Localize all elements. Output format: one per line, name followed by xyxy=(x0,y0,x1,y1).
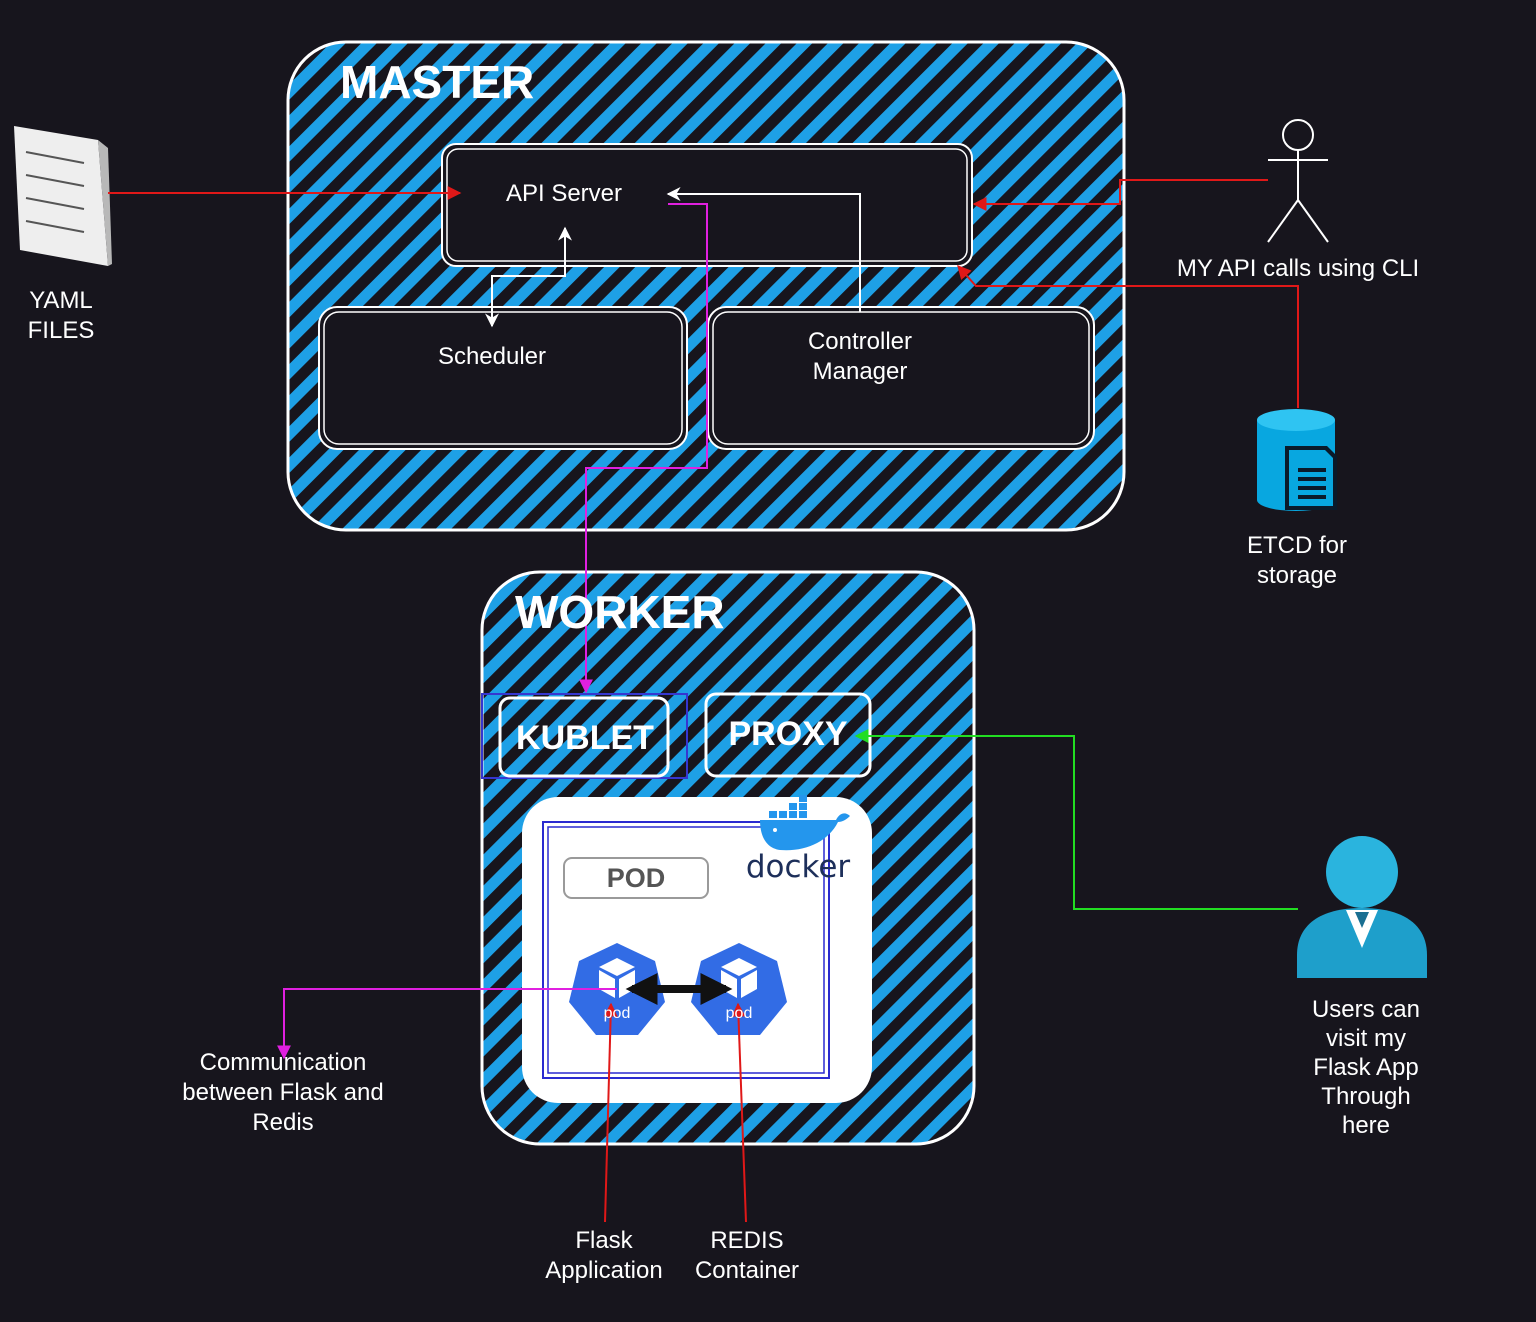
yaml-file-icon xyxy=(14,126,112,266)
pod-label: POD xyxy=(606,863,666,893)
docker-logo-icon xyxy=(760,795,850,851)
white-connectors xyxy=(485,187,861,328)
web-user-icon xyxy=(1297,836,1427,978)
etcd-database-icon xyxy=(1257,409,1337,511)
cli-user-stick-figure-icon xyxy=(1267,119,1329,243)
magenta-connectors xyxy=(277,203,708,1060)
flask-application-label: Flask Application xyxy=(529,1226,679,1286)
users-label: Users can visit my Flask App Through her… xyxy=(1286,995,1446,1140)
kublet-box xyxy=(481,693,688,779)
scheduler-box xyxy=(318,306,688,450)
flask-line-1: Flask xyxy=(575,1227,633,1254)
yaml-line-2: FILES xyxy=(27,317,95,344)
controller-manager-line-1: Controller xyxy=(807,328,913,355)
yaml-line-1: YAML xyxy=(29,287,93,314)
communication-label: Communication between Flask and Redis xyxy=(158,1048,408,1138)
users-line-5: here xyxy=(1341,1112,1391,1139)
proxy-label: PROXY xyxy=(728,715,848,753)
scheduler-label: Scheduler xyxy=(437,343,547,370)
red-connectors xyxy=(108,179,1299,1223)
etcd-label: ETCD for storage xyxy=(1222,531,1372,591)
communication-line-3: Redis xyxy=(252,1109,314,1136)
controller-manager-line-2: Manager xyxy=(812,358,908,385)
users-line-3: Flask App xyxy=(1313,1054,1419,1081)
cli-label: MY API calls using CLI xyxy=(1176,255,1420,282)
flask-pod-icon-text: pod xyxy=(603,1005,631,1022)
etcd-line-1: ETCD for xyxy=(1246,532,1347,559)
redis-container-label: REDIS Container xyxy=(672,1226,822,1286)
redis-line-2: Container xyxy=(694,1257,800,1284)
docker-logo-text: docker xyxy=(745,849,851,885)
users-line-2: visit my xyxy=(1326,1025,1406,1052)
pod-label-box xyxy=(563,857,709,899)
etcd-line-2: storage xyxy=(1256,562,1338,589)
redis-line-1: REDIS xyxy=(710,1227,784,1254)
green-connector xyxy=(854,729,1298,910)
docker-container-box xyxy=(522,797,872,1103)
redis-pod-icon-text: pod xyxy=(725,1005,753,1022)
controller-manager-label: Controller Manager xyxy=(760,327,960,387)
communication-line-1: Communication xyxy=(199,1049,367,1076)
users-line-4: Through xyxy=(1321,1083,1411,1110)
worker-title: WORKER xyxy=(515,586,725,638)
kublet-label: KUBLET xyxy=(516,719,654,757)
master-title: MASTER xyxy=(340,56,535,108)
api-server-label: API Server xyxy=(505,180,623,207)
yaml-files-label: YAML FILES xyxy=(6,286,116,346)
users-line-1: Users can xyxy=(1311,996,1421,1023)
communication-line-2: between Flask and xyxy=(182,1079,384,1106)
flask-line-2: Application xyxy=(545,1257,663,1284)
